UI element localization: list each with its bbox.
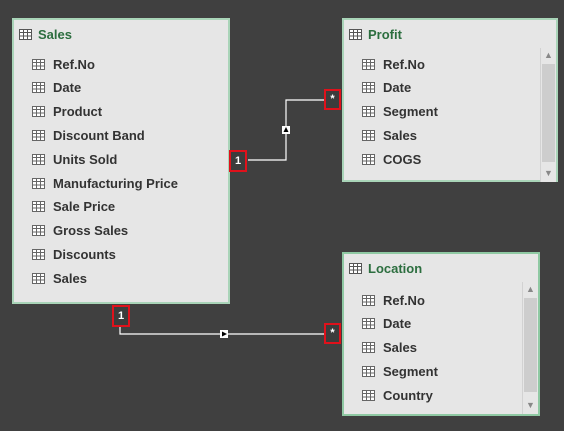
field-table-icon bbox=[32, 272, 45, 284]
table-title: Location bbox=[368, 260, 423, 276]
field-name: Units Sold bbox=[53, 151, 118, 167]
field-table-icon bbox=[32, 201, 45, 213]
field-item[interactable]: Discount Band bbox=[32, 126, 145, 144]
field-item[interactable]: Segment bbox=[362, 362, 438, 380]
field-item[interactable]: Units Sold bbox=[32, 150, 117, 168]
field-item[interactable]: Date bbox=[362, 315, 411, 333]
field-table-icon bbox=[32, 106, 45, 118]
field-item[interactable]: Product bbox=[32, 103, 102, 121]
field-table-icon bbox=[32, 153, 45, 165]
table-icon bbox=[349, 262, 362, 274]
field-table-icon bbox=[32, 58, 45, 70]
table-icon bbox=[19, 28, 32, 40]
field-table-icon bbox=[32, 82, 45, 94]
scrollbar-thumb[interactable] bbox=[542, 64, 555, 162]
cardinality-badge-sales-location-many[interactable]: * bbox=[324, 323, 341, 344]
arrow-right-icon bbox=[222, 331, 227, 337]
field-table-icon bbox=[32, 129, 45, 141]
cardinality-badge-sales-profit-one[interactable]: 1 bbox=[229, 150, 247, 172]
table-header[interactable]: Location bbox=[344, 254, 538, 282]
field-item[interactable]: Date bbox=[362, 79, 411, 97]
field-item[interactable]: Manufacturing Price bbox=[32, 174, 178, 192]
field-item[interactable]: Sales bbox=[362, 339, 417, 357]
relationship-line-sales-location[interactable] bbox=[119, 325, 324, 335]
scrollbar-thumb[interactable] bbox=[524, 298, 537, 392]
field-item[interactable]: Gross Sales bbox=[32, 222, 128, 240]
table-icon bbox=[349, 28, 362, 40]
field-table-icon bbox=[362, 294, 375, 306]
field-name: Ref.No bbox=[383, 56, 425, 72]
field-item[interactable]: Sales bbox=[362, 126, 417, 144]
table-header[interactable]: Profit bbox=[344, 20, 556, 48]
field-table-icon bbox=[362, 58, 375, 70]
chevron-down-icon[interactable]: ▼ bbox=[526, 400, 535, 410]
field-name: Date bbox=[383, 80, 412, 96]
field-table-icon bbox=[362, 342, 375, 354]
field-table-icon bbox=[32, 225, 45, 237]
field-item[interactable]: COGS bbox=[362, 150, 421, 168]
field-name: Segment bbox=[383, 104, 438, 120]
field-table-icon bbox=[362, 389, 375, 401]
scrollbar[interactable]: ▲ ▼ bbox=[522, 282, 538, 414]
field-item[interactable]: Ref.No bbox=[362, 291, 425, 309]
field-name: Date bbox=[383, 316, 412, 332]
field-item[interactable]: Ref.No bbox=[362, 55, 425, 73]
arrow-up-icon bbox=[283, 127, 289, 132]
field-name: Ref.No bbox=[53, 56, 95, 72]
field-name: Sales bbox=[383, 340, 417, 356]
chevron-down-icon[interactable]: ▼ bbox=[544, 168, 553, 178]
field-table-icon bbox=[362, 365, 375, 377]
field-table-icon bbox=[362, 318, 375, 330]
field-table-icon bbox=[32, 177, 45, 189]
field-name: Discounts bbox=[53, 246, 116, 262]
cardinality-badge-sales-profit-many[interactable]: * bbox=[324, 89, 341, 110]
table-title: Profit bbox=[368, 26, 402, 42]
field-item[interactable]: Date bbox=[32, 79, 81, 97]
field-item[interactable]: Discounts bbox=[32, 245, 116, 263]
field-name: Sales bbox=[53, 270, 87, 286]
table-header[interactable]: Sales bbox=[14, 20, 228, 48]
field-name: COGS bbox=[383, 151, 422, 167]
field-name: Ref.No bbox=[383, 292, 425, 308]
field-item[interactable]: Ref.No bbox=[32, 55, 95, 73]
field-item[interactable]: Country bbox=[362, 386, 433, 404]
chevron-up-icon[interactable]: ▲ bbox=[526, 284, 535, 294]
field-item[interactable]: Sales bbox=[32, 269, 87, 287]
field-name: Segment bbox=[383, 363, 438, 379]
chevron-up-icon[interactable]: ▲ bbox=[544, 50, 553, 60]
field-table-icon bbox=[362, 82, 375, 94]
field-name: Date bbox=[53, 80, 82, 96]
field-name: Gross Sales bbox=[53, 223, 129, 239]
field-name: Sales bbox=[383, 127, 417, 143]
field-table-icon bbox=[362, 129, 375, 141]
table-title: Sales bbox=[38, 26, 72, 42]
field-name: Product bbox=[53, 104, 103, 120]
field-name: Sale Price bbox=[53, 199, 116, 215]
field-name: Country bbox=[383, 387, 433, 403]
cardinality-badge-sales-location-one[interactable]: 1 bbox=[112, 305, 130, 327]
field-name: Discount Band bbox=[53, 127, 145, 143]
field-name: Manufacturing Price bbox=[53, 175, 178, 191]
field-item[interactable]: Sale Price bbox=[32, 198, 115, 216]
field-table-icon bbox=[362, 153, 375, 165]
field-table-icon bbox=[32, 248, 45, 260]
scrollbar[interactable]: ▲ ▼ bbox=[540, 48, 556, 182]
field-item[interactable]: Segment bbox=[362, 103, 438, 121]
field-table-icon bbox=[362, 106, 375, 118]
